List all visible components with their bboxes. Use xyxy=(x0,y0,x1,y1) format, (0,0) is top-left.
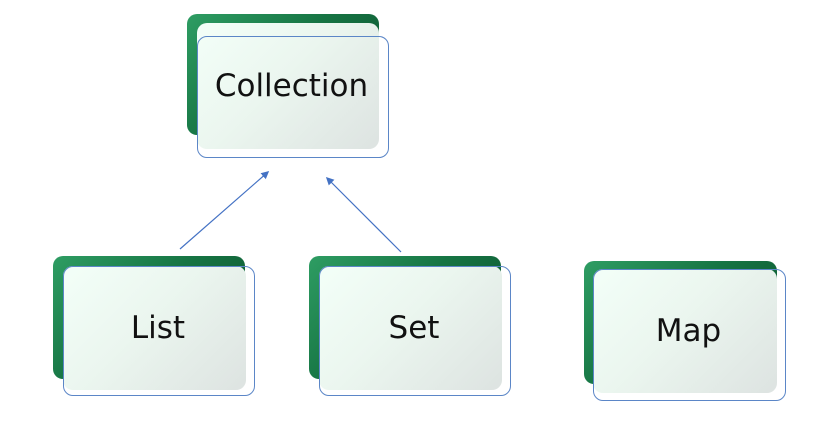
node-front-shape xyxy=(319,266,502,390)
node-front-shape xyxy=(593,269,777,393)
node-outline xyxy=(197,36,389,158)
node-outline xyxy=(593,269,786,401)
node-outline xyxy=(319,266,511,396)
node-label: List xyxy=(130,309,186,346)
node-front-shape xyxy=(197,23,379,149)
node-label: Set xyxy=(388,309,440,346)
node-label: Collection xyxy=(214,67,369,104)
node-outline xyxy=(63,266,255,396)
node-front-shape xyxy=(63,266,246,390)
node-label: Map xyxy=(655,312,722,349)
arrow-list-to-collection xyxy=(179,171,270,250)
arrow-set-to-collection xyxy=(325,176,402,253)
